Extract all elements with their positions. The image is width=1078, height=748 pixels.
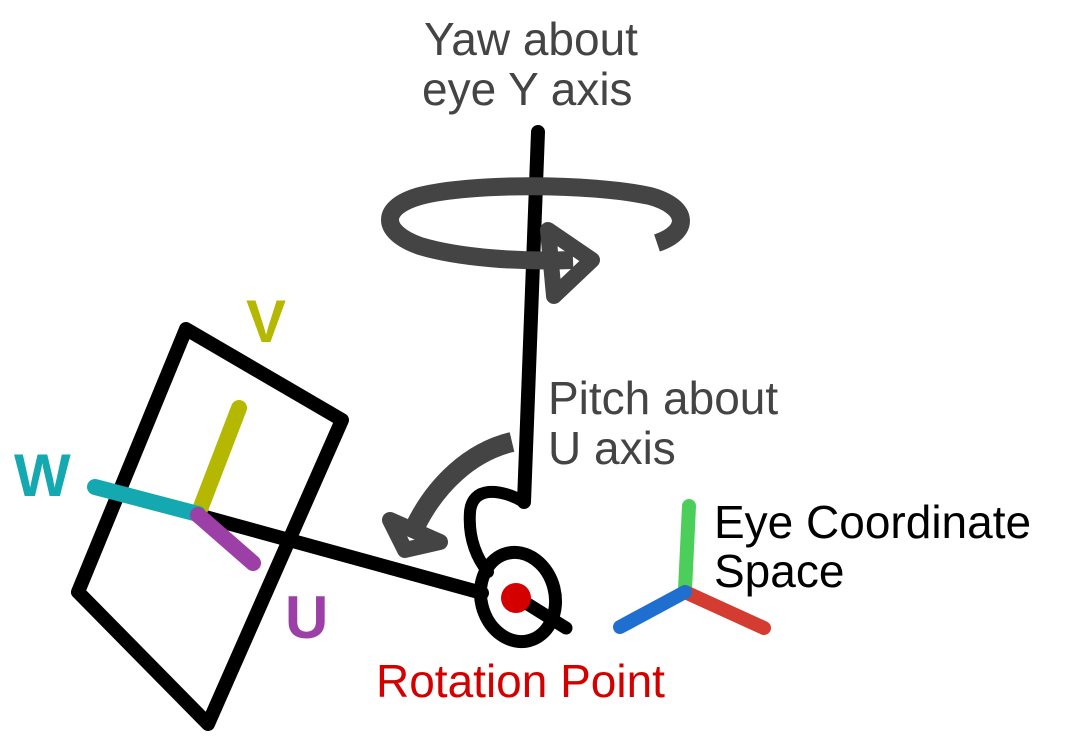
yaw-label-line1: Yaw about [424, 13, 638, 65]
pitch-ring [473, 545, 563, 649]
yaw-arrow [381, 177, 690, 270]
axis-hook [463, 485, 530, 578]
u-axis-label: U [285, 584, 329, 651]
w-axis-line [87, 479, 206, 522]
w-axis-label: W [14, 442, 71, 509]
pitch-label-line2: U axis [548, 422, 676, 474]
v-axis-label: V [246, 288, 287, 355]
yaw-arrow-head [540, 222, 600, 304]
eye-y-axis [678, 499, 696, 597]
view-direction-line [191, 508, 489, 600]
rotation-point-dot [501, 583, 531, 613]
rotation-point-label: Rotation Point [376, 655, 665, 707]
image-plane-frame [71, 322, 349, 731]
v-axis-line [191, 400, 247, 520]
pitch-label-line1: Pitch about [548, 372, 779, 424]
yaw-label-line2: eye Y axis [422, 63, 633, 115]
pitch-arrow [407, 432, 515, 530]
u-axis-line [190, 507, 261, 571]
pitch-arrow-head [382, 512, 448, 558]
eye-space-label-line1: Eye Coordinate [714, 496, 1032, 548]
eye-space-label-line2: Space [714, 545, 845, 597]
eye-z-axis [613, 585, 692, 634]
eye-x-axis [678, 585, 771, 635]
